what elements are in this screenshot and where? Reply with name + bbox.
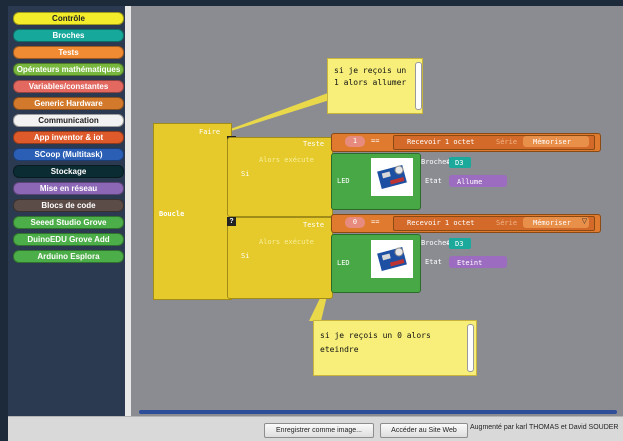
visit-site-button[interactable]: Accéder au Site Web <box>380 423 468 438</box>
if2-operator: == <box>371 218 380 226</box>
if1-test-label: Teste <box>303 140 325 148</box>
if2-number-block[interactable]: 0 <box>345 217 365 228</box>
comment-1[interactable]: si je reçois un 1 alors allumer <box>327 58 423 114</box>
if2-alors-label: Alors exécute <box>259 238 314 246</box>
if2-test-label: Teste <box>303 221 325 229</box>
category-operateurs[interactable]: Opérateurs mathématiques <box>13 63 124 76</box>
if2-si-label: Si <box>241 252 250 260</box>
if2-memoriser-block[interactable] <box>523 217 589 228</box>
category-controle[interactable]: Contrôle <box>13 12 124 25</box>
if1-memoriser-label: Mémoriser <box>533 138 571 146</box>
if2-etat-value: Eteint <box>457 259 483 267</box>
if1-led-image <box>371 158 413 196</box>
if2-broche-value: D3 <box>455 240 464 248</box>
if1-memoriser-block[interactable] <box>523 136 589 147</box>
if1-receive-suffix: Série <box>496 138 518 146</box>
if1-alors-label: Alors exécute <box>259 156 314 164</box>
sidebar-splitter[interactable] <box>125 6 131 416</box>
if2-receive-suffix: Série <box>496 219 518 227</box>
loop-label: Boucle <box>159 210 185 218</box>
if2-etat-label: Etat <box>425 258 442 266</box>
dropdown-arrow-icon[interactable]: ▽ <box>581 217 588 225</box>
if1-broche-value: D3 <box>455 159 464 167</box>
category-tests[interactable]: Tests <box>13 46 124 59</box>
category-duinoedu-grove[interactable]: DuinoEDU Grove Add <box>13 233 124 246</box>
credit-text: Augmenté par karl THOMAS et David SOUDER <box>470 424 619 431</box>
if1-number-block[interactable]: 1 <box>345 136 365 147</box>
if2-memoriser-label: Mémoriser <box>533 219 571 227</box>
led-module-icon <box>377 164 407 190</box>
if1-etat-value: Allume <box>457 178 483 186</box>
if1-broche-block[interactable] <box>449 157 471 168</box>
category-stockage[interactable]: Stockage <box>13 165 124 178</box>
if1-operator: == <box>371 137 380 145</box>
if1-receive-label: Recevoir 1 octet <box>407 138 475 146</box>
if1-si-label: Si <box>241 170 250 178</box>
category-generic-hardware[interactable]: Generic Hardware <box>13 97 124 110</box>
if1-broche-label: Broche# <box>421 158 451 166</box>
category-communication[interactable]: Communication <box>13 114 124 127</box>
if2-receive-label: Recevoir 1 octet <box>407 219 475 227</box>
help-icon-2[interactable]: ? <box>227 217 236 226</box>
category-broches[interactable]: Broches <box>13 29 124 42</box>
if2-broche-label: Broche# <box>421 239 451 247</box>
category-blocs-de-code[interactable]: Blocs de code <box>13 199 124 212</box>
category-variables[interactable]: Variables/constantes <box>13 80 124 93</box>
if1-etat-block[interactable] <box>449 175 507 187</box>
block-workspace[interactable]: Boucle Faire ? Teste Si Alors exécute 1 … <box>131 6 623 416</box>
if1-etat-label: Etat <box>425 177 442 185</box>
comment-2[interactable]: si je reçois un 0 alors eteindre <box>313 320 477 376</box>
category-sidebar: Contrôle Broches Tests Opérateurs mathém… <box>8 6 125 416</box>
footer-bar: Enregistrer comme image... Accéder au Si… <box>8 416 623 441</box>
workspace-scrollbar[interactable] <box>139 410 617 414</box>
led-module-icon-2 <box>377 246 407 272</box>
category-app-inventor[interactable]: App inventor & iot <box>13 131 124 144</box>
category-scoop[interactable]: SCoop (Multitask) <box>13 148 124 161</box>
category-mise-en-reseau[interactable]: Mise en réseau <box>13 182 124 195</box>
if1-led-label: LED <box>337 177 350 185</box>
if2-broche-block[interactable] <box>449 238 471 249</box>
ardublock-window: Contrôle Broches Tests Opérateurs mathém… <box>8 6 623 441</box>
if2-led-image <box>371 240 413 278</box>
comment-1-scrollbar[interactable] <box>415 62 422 110</box>
comment-2-scrollbar[interactable] <box>467 324 474 372</box>
comment-connectors <box>225 90 336 321</box>
category-seeed-grove[interactable]: Seeed Studio Grove <box>13 216 124 229</box>
save-image-button[interactable]: Enregistrer comme image... <box>264 423 374 438</box>
if2-etat-block[interactable] <box>449 256 507 268</box>
faire-label: Faire <box>199 128 221 136</box>
if2-led-label: LED <box>337 259 350 267</box>
category-arduino-esplora[interactable]: Arduino Esplora <box>13 250 124 263</box>
